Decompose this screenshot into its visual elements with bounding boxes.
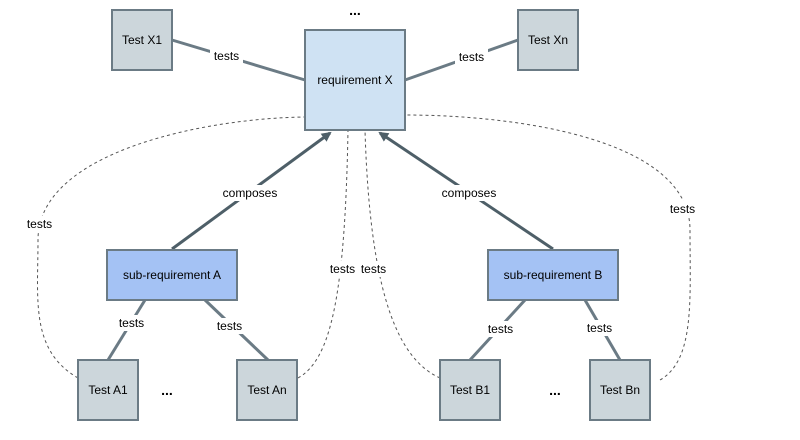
edge-label-tests-an-dashed: tests <box>330 262 355 276</box>
edge-label-tests-bn-dashed: tests <box>670 202 695 216</box>
edge-label-tests-a1: tests <box>119 316 144 330</box>
node-label-test-bn: Test Bn <box>600 383 640 397</box>
node-test-x1[interactable]: Test X1 <box>111 9 173 71</box>
edge-label-tests-a1-dashed: tests <box>27 217 52 231</box>
node-label-test-a1: Test A1 <box>88 383 128 397</box>
dashed-edge-bn-to-requirement-x <box>404 114 691 381</box>
ellipsis-b-tests: ... <box>549 382 561 398</box>
node-sub-requirement-b[interactable]: sub-requirement B <box>487 249 619 301</box>
node-requirement-x[interactable]: requirement X <box>304 29 406 131</box>
edge-label-tests-bn: tests <box>587 321 612 335</box>
node-sub-requirement-a[interactable]: sub-requirement A <box>106 249 238 301</box>
node-test-bn[interactable]: Test Bn <box>589 359 651 421</box>
node-test-xn[interactable]: Test Xn <box>517 9 579 71</box>
node-label-test-x1: Test X1 <box>122 33 162 47</box>
edge-label-composes-b: composes <box>442 186 497 200</box>
edge-labels: tests tests composes composes tests test… <box>23 48 699 337</box>
node-label-test-xn: Test Xn <box>528 33 568 47</box>
node-label-sub-requirement-b: sub-requirement B <box>504 268 603 282</box>
node-test-an[interactable]: Test An <box>236 359 298 421</box>
dashed-edges <box>37 114 691 381</box>
node-test-a1[interactable]: Test A1 <box>77 359 139 421</box>
node-label-test-b1: Test B1 <box>450 383 490 397</box>
dashed-edge-an-to-requirement-x <box>297 129 349 379</box>
node-label-sub-requirement-a: sub-requirement A <box>123 268 221 282</box>
edge-label-tests-xn: tests <box>459 50 484 64</box>
edge-label-tests-an: tests <box>217 319 242 333</box>
ellipsis-a-tests: ... <box>161 382 173 398</box>
node-test-b1[interactable]: Test B1 <box>439 359 501 421</box>
ellipsis-top: ... <box>349 2 361 18</box>
edge-label-tests-b1-dashed: tests <box>361 262 386 276</box>
node-label-requirement-x: requirement X <box>317 73 392 87</box>
node-label-test-an: Test An <box>247 383 286 397</box>
edge-label-tests-x1: tests <box>214 49 239 63</box>
dashed-edge-a1-to-requirement-x <box>37 116 306 379</box>
dashed-edge-b1-to-requirement-x <box>364 129 441 379</box>
edge-label-tests-b1: tests <box>488 322 513 336</box>
edge-label-composes-a: composes <box>223 186 278 200</box>
